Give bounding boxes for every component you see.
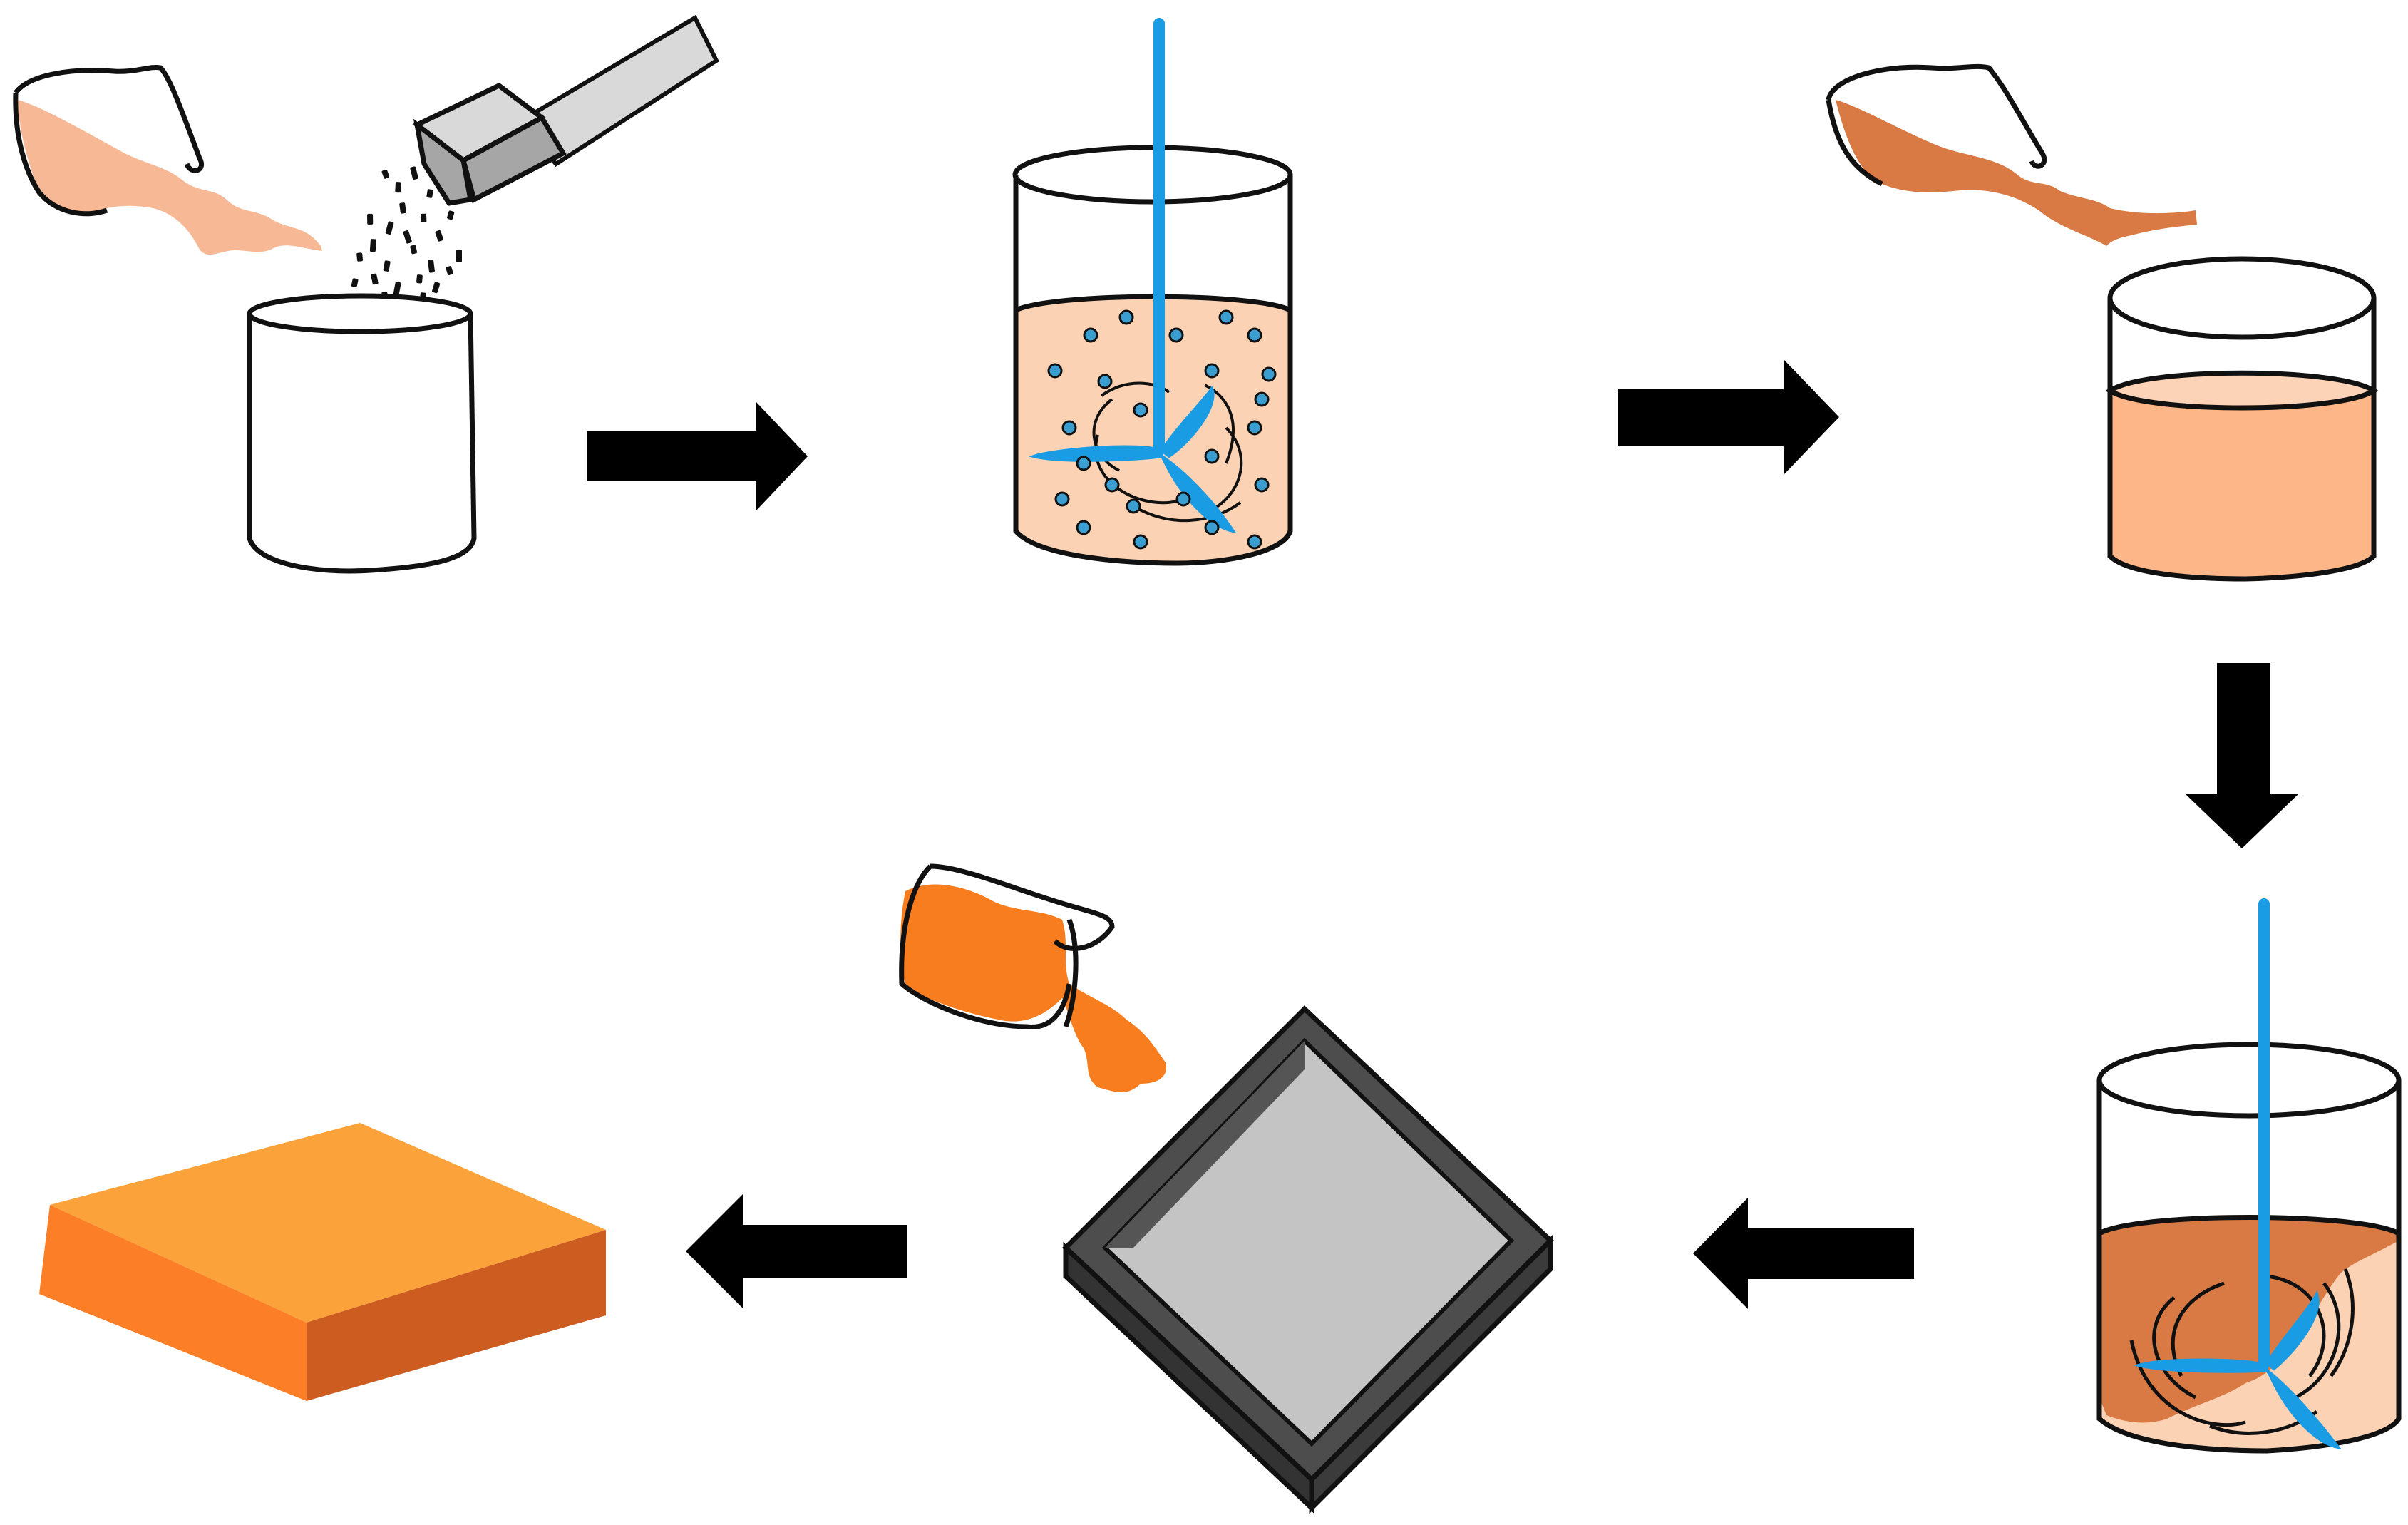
beaker4-body: [2096, 1080, 2402, 1454]
scoop-head-front: [413, 118, 474, 206]
dispersed-particle: [1247, 534, 1262, 550]
impeller-2: [1028, 385, 1237, 533]
pouring-beaker-orange: [899, 863, 1166, 1092]
beaker2-rim: [1012, 145, 1293, 205]
powder-particle: [421, 213, 427, 222]
pouring-beaker-light: [13, 64, 322, 255]
mold-icon: [1061, 1005, 1555, 1514]
pour-beaker-orange-outline: [899, 863, 1115, 1029]
empty-beaker-body: [247, 313, 477, 574]
powder-particle: [435, 230, 443, 242]
arrow-right-2: [1618, 360, 1839, 474]
powder-particle: [393, 282, 401, 295]
block-side-face: [307, 1230, 606, 1401]
dispersed-particle: [1204, 520, 1220, 535]
step6-cured-block: [39, 1123, 606, 1401]
pour-liquid-orange: [900, 884, 1166, 1092]
powder-particle: [447, 210, 455, 220]
dispersed-particle: [1133, 402, 1148, 418]
dispersed-particle: [1175, 491, 1191, 507]
dispersed-particle: [1247, 420, 1262, 436]
dispersed-particle: [1126, 498, 1141, 514]
dispersed-particle: [1054, 491, 1070, 507]
beaker3-body: [2107, 298, 2377, 582]
powder-particle: [456, 250, 462, 262]
arrow-right-1: [587, 401, 808, 511]
powder-particles: [351, 166, 462, 305]
step3-adding-resin: [1826, 63, 2379, 582]
dispersed-particle: [1047, 363, 1063, 379]
block-front-face: [39, 1205, 307, 1401]
dispersed-particle: [1118, 309, 1134, 325]
dispersed-particle: [1083, 327, 1098, 343]
powder-particle: [446, 266, 453, 275]
dispersed-particle: [1218, 309, 1234, 325]
step5-casting-mold: [899, 863, 1555, 1514]
scoop-icon: [412, 14, 719, 206]
pour-beaker-outline: [13, 64, 204, 217]
pour-liquid-light: [18, 100, 322, 255]
mold-cavity: [1101, 1037, 1515, 1447]
powder-particle: [369, 239, 376, 252]
powder-particle: [395, 182, 401, 193]
mold-inner-wall: [1105, 1041, 1305, 1248]
powder-particle: [399, 202, 406, 214]
step4-stirred-mixture: [2096, 898, 2402, 1454]
powder-particle: [428, 260, 435, 273]
dispersed-particle: [1254, 477, 1270, 493]
arrow-left-4: [1693, 1198, 1914, 1309]
dispersed-particle: [1247, 327, 1262, 343]
stirrer-shaft-4: [2258, 898, 2270, 1369]
powder-particle: [367, 213, 374, 225]
arrow-down-3: [2185, 663, 2299, 848]
powder-particle: [416, 274, 423, 284]
mixture-surface: [2098, 1215, 2400, 1236]
powder-particle: [432, 282, 441, 294]
beaker4-rim: [2096, 1042, 2402, 1119]
pour-beaker-dark-outline: [1826, 63, 2047, 187]
powder-particle: [356, 252, 364, 262]
powder-particle: [403, 230, 412, 244]
arrow-left-5: [686, 1194, 907, 1308]
powder-particle: [426, 189, 433, 198]
pour-liquid-dark: [1836, 100, 2197, 246]
resin-surface: [2105, 370, 2379, 411]
powder-particle: [371, 273, 379, 285]
dispersed-particle: [1133, 534, 1148, 550]
dispersed-particle: [1261, 366, 1277, 382]
powder-particle: [381, 169, 390, 179]
dispersed-particle: [1204, 363, 1220, 379]
beaker2-body: [1013, 175, 1293, 566]
impeller-4: [2133, 1290, 2342, 1449]
dispersed-particle: [1097, 374, 1113, 389]
beaker3-rim: [2107, 256, 2377, 340]
block-top-face: [50, 1123, 606, 1323]
empty-beaker-rim: [247, 293, 473, 334]
step2-stirred-suspension: [1012, 18, 1293, 566]
dispersed-particle: [1104, 477, 1120, 493]
powder-particle: [383, 260, 391, 272]
dispersed-particle: [1076, 456, 1091, 471]
pouring-beaker-dark: [1826, 63, 2197, 246]
powder-particle: [351, 278, 359, 288]
dispersed-particle: [1204, 448, 1220, 464]
dispersed-particle: [1061, 420, 1077, 436]
stirrer-shaft-2: [1153, 18, 1165, 456]
powder-particle: [385, 221, 394, 235]
empty-beaker: [247, 293, 477, 574]
dispersed-particle: [1168, 327, 1184, 343]
step1-mixing-start: [13, 14, 719, 574]
dispersed-particles: [1047, 309, 1277, 550]
resin-liquid: [2110, 373, 2374, 579]
scoop-head-side: [460, 114, 567, 204]
dispersed-particle: [1254, 391, 1270, 407]
powder-particle: [410, 166, 418, 180]
suspension-liquid: [1016, 297, 1290, 563]
dispersed-particle: [1076, 520, 1091, 535]
powder-particle: [410, 245, 418, 255]
